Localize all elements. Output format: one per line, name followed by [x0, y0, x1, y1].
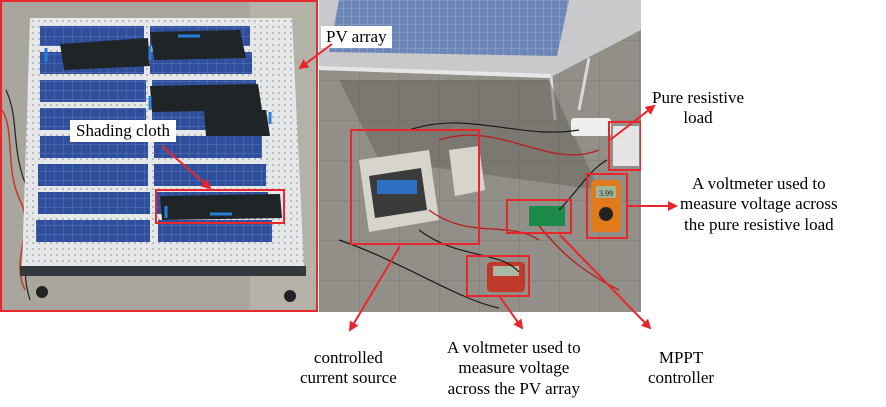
- photo-test-setup: 3.99 PV array: [319, 0, 641, 312]
- voltmeter-load-label: A voltmeter used to measure voltage acro…: [680, 174, 838, 235]
- voltmeter-load: 3.99: [591, 180, 621, 232]
- shading-cloth-label: Shading cloth: [70, 120, 176, 143]
- pv-array-photo-svg: [0, 0, 318, 312]
- controlled-source-line-2: current source: [300, 368, 397, 388]
- voltmeter-pv: [487, 262, 525, 292]
- voltmeter-pv-line-2: measure voltage: [458, 358, 570, 378]
- voltmeter-pv-highlight: [466, 255, 530, 297]
- photo-pv-array-overview: Shading cloth: [0, 0, 318, 312]
- voltmeter-load-line-1: A voltmeter used to: [692, 174, 826, 193]
- pv-array-label: PV array: [321, 26, 392, 49]
- pure-resistive-load-label: Pure resistive load: [652, 88, 744, 129]
- pure-resistive-load-line-2: load: [683, 108, 713, 128]
- mppt-highlight: [506, 199, 572, 234]
- voltmeter-pv-label: A voltmeter used to measure voltage acro…: [447, 338, 581, 399]
- current-source-highlight: [350, 129, 480, 245]
- mppt-board: [529, 206, 565, 226]
- power-strip: [571, 118, 611, 136]
- controlled-current-source-device: [359, 146, 485, 232]
- voltmeter-pv-line-1: A voltmeter used to: [447, 338, 581, 357]
- voltmeter-pv-line-3: across the PV array: [447, 378, 580, 398]
- voltmeter-load-line-3: the pure resistive load: [684, 214, 834, 234]
- mppt-controller-label: MPPT controller: [648, 348, 714, 389]
- mppt-line-2: controller: [648, 368, 715, 388]
- meter-reading: 3.99: [599, 189, 613, 198]
- mppt-line-1: MPPT: [658, 348, 704, 367]
- controlled-source-line-1: controlled: [313, 348, 383, 367]
- controlled-current-source-label: controlled current source: [300, 348, 397, 389]
- resistive-load-device: [613, 126, 639, 166]
- pure-resistive-load-line-1: Pure resistive: [652, 88, 745, 107]
- voltmeter-load-line-2: measure voltage across: [680, 194, 838, 214]
